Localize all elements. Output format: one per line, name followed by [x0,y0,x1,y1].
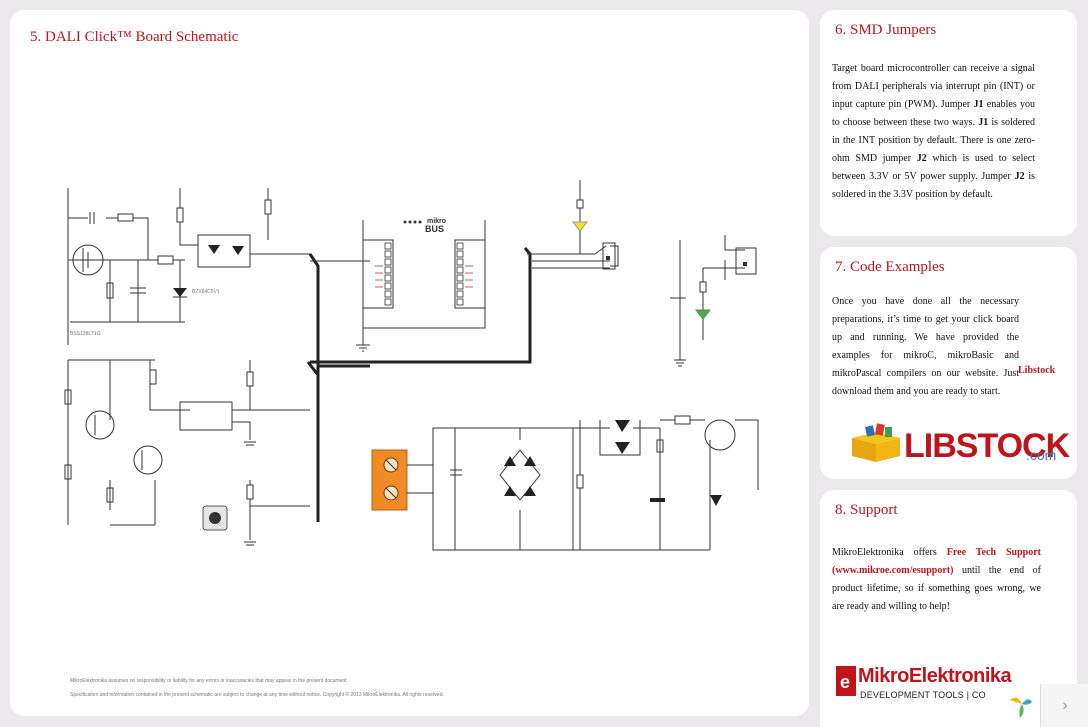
support-heading: 8. Support [835,502,898,518]
jumper-j1 [571,180,619,270]
svg-text:e: e [840,672,850,692]
smd-jumpers-heading: 6. SMD Jumpers [835,22,937,38]
libstock-logo-suffix[interactable]: .com [1026,447,1057,463]
free-tech-support-link[interactable]: Free Tech Support [946,547,1041,558]
footer-line-1: MikroElektronika assumes no responsibili… [70,678,348,684]
support-panel: 8. Support MikroElektronika offers Free … [820,490,1077,727]
esupport-link[interactable]: (www.mikroe.com/esupport) [832,565,954,576]
mikroelektronika-logo-text: MikroElektronika [858,665,1012,687]
libstock-logo-text[interactable]: LIBSTOCK [904,427,1070,465]
smd-jumpers-text: Target board microcontroller can receive… [832,63,1036,200]
smd-jumpers-panel: 6. SMD Jumpers Target board microcontrol… [820,10,1077,236]
next-page-button[interactable]: › [1040,684,1088,727]
libstock-box-icon[interactable] [848,422,906,464]
libstock-link[interactable]: Libstock [1018,365,1056,376]
code-examples-panel: 7. Code Examples Once you have done all … [820,247,1077,479]
svg-text:BZX84C5V1: BZX84C5V1 [192,289,220,295]
svg-text:mikro: mikro [427,218,446,225]
mikroelektronika-logo-icon: e [836,666,856,696]
schematic-diagram: BSS138LT1G BZX84C5V1 [64,180,759,698]
mikrobus-connector: mikro BUS [356,218,486,352]
schematic-panel: 5. DALI Click™ Board Schematic BSS138LT1… [10,10,809,716]
dali-input-circuit: BSS138LT1G BZX84C5V1 [67,188,310,345]
mikroelektronika-tagline: DEVELOPMENT TOOLS | CO [860,690,986,700]
code-examples-heading: 7. Code Examples [835,259,945,275]
footer-line-2: Specification and information contained … [70,691,444,698]
power-supply-circuit [371,415,759,551]
svg-text:BUS: BUS [425,224,444,234]
svg-text:BSS138LT1G: BSS138LT1G [70,331,101,337]
schematic-title: 5. DALI Click™ Board Schematic [30,29,239,45]
support-text: MikroElektronika offers Free Tech Suppor… [832,547,1041,612]
viewer-app-icon[interactable] [1006,690,1034,720]
jumper-j2 [670,235,757,367]
dali-output-circuit [64,359,310,546]
code-examples-text: Once you have done all the necessary pre… [832,296,1020,397]
